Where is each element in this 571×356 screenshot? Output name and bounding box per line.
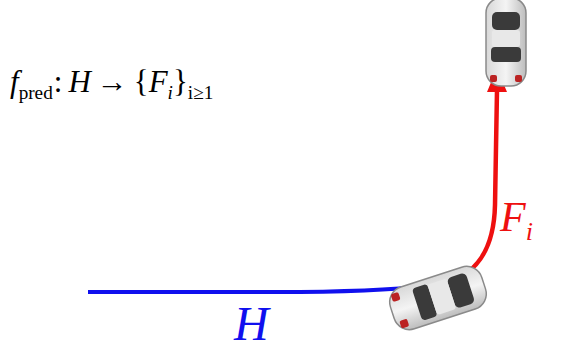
history-label: H bbox=[234, 300, 269, 348]
formula: fpred:H→{Fi}i≥1 bbox=[10, 66, 213, 102]
math-label: } bbox=[173, 64, 188, 99]
math-label: i≥1 bbox=[188, 82, 213, 103]
math-label: H bbox=[234, 297, 269, 350]
future-path bbox=[440, 90, 497, 284]
math-label: i bbox=[168, 82, 173, 103]
math-label: → bbox=[97, 64, 128, 99]
math-label: F bbox=[149, 64, 168, 99]
math-label: H bbox=[68, 64, 90, 99]
future-label: Fi bbox=[500, 196, 533, 245]
math-label: F bbox=[500, 194, 526, 240]
math-label: f bbox=[10, 64, 19, 99]
history-path bbox=[88, 284, 440, 292]
math-label: : bbox=[54, 64, 63, 99]
car bbox=[486, 0, 526, 86]
math-label: i bbox=[526, 217, 533, 246]
math-label: { bbox=[134, 64, 149, 99]
car bbox=[386, 262, 491, 334]
math-label: pred bbox=[19, 82, 53, 103]
